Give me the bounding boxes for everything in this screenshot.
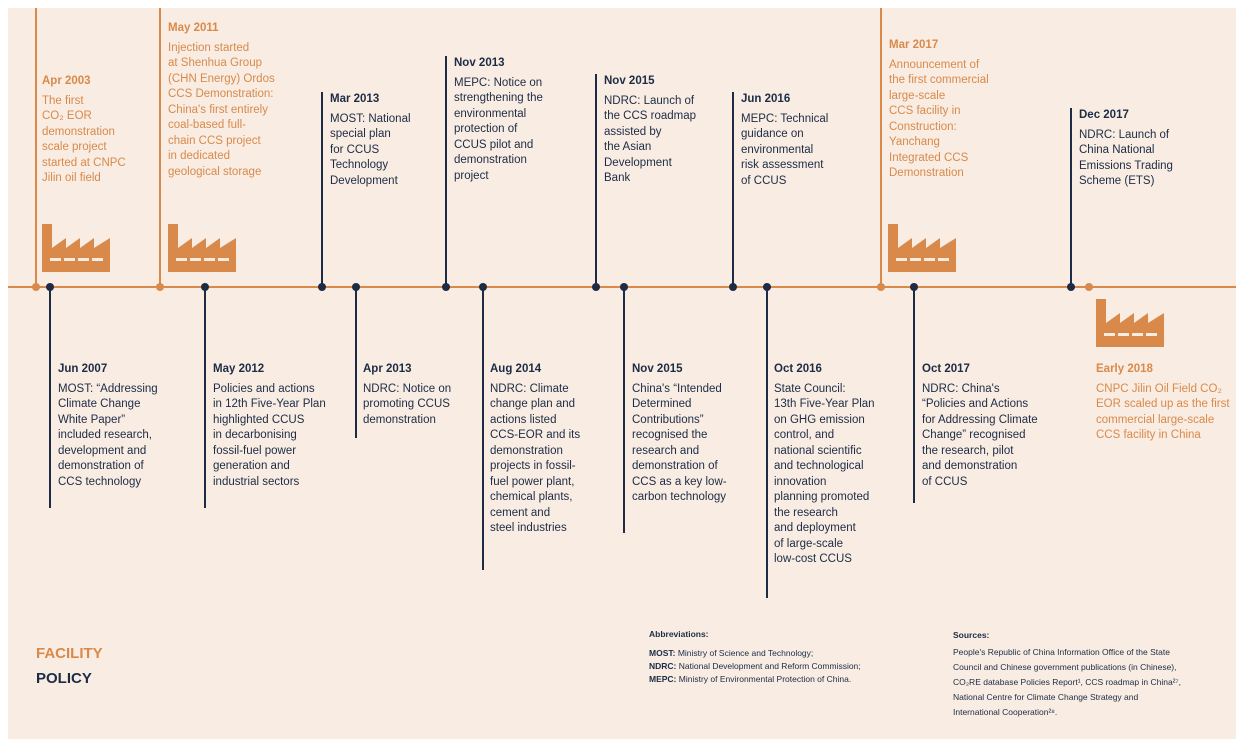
event-jun-2007: Jun 2007 MOST: “Addressing Climate Chang…	[58, 362, 198, 490]
event-early-2018: Early 2018 CNPC Jilin Oil Field CO₂ EOR …	[1096, 362, 1236, 444]
event-nov-2015-roadmap: Nov 2015 NDRC: Launch of the CCS roadmap…	[604, 74, 724, 187]
event-connector	[595, 74, 597, 287]
event-text: MEPC: Notice on strengthening the enviro…	[454, 76, 543, 182]
event-oct-2016: Oct 2016 State Council: 13th Five-Year P…	[774, 362, 904, 568]
factory-icon	[888, 220, 956, 272]
factory-icon	[42, 220, 110, 272]
event-apr-2003: Apr 2003 The first CO₂ EOR demonstration…	[42, 74, 162, 187]
event-text: NDRC: Launch of China National Emissions…	[1079, 128, 1173, 188]
factory-icon	[1096, 295, 1164, 347]
event-dec-2017: Dec 2017 NDRC: Launch of China National …	[1079, 108, 1219, 190]
timeline-marker	[156, 283, 164, 291]
event-date: Early 2018	[1096, 363, 1153, 375]
event-date: May 2011	[168, 22, 219, 34]
event-connector	[732, 92, 734, 287]
timeline-marker	[877, 283, 885, 291]
event-date: Nov 2015	[632, 363, 683, 375]
event-text: Policies and actions in 12th Five-Year P…	[213, 382, 326, 488]
event-text: The first CO₂ EOR demonstration scale pr…	[42, 94, 126, 185]
timeline-marker	[910, 283, 918, 291]
event-nov-2013: Nov 2013 MEPC: Notice on strengthening t…	[454, 56, 584, 184]
event-connector	[766, 287, 768, 598]
event-connector	[913, 287, 915, 503]
timeline-marker	[729, 283, 737, 291]
event-text: MOST: National special plan for CCUS Tec…	[330, 112, 411, 187]
event-apr-2013: Apr 2013 NDRC: Notice on promoting CCUS …	[363, 362, 483, 428]
event-text: MEPC: Technical guidance on environmenta…	[741, 112, 829, 187]
event-text: MOST: “Addressing Climate Change White P…	[58, 382, 158, 488]
event-text: NDRC: Notice on promoting CCUS demonstra…	[363, 382, 452, 426]
event-may-2012: May 2012 Policies and actions in 12th Fi…	[213, 362, 353, 490]
factory-icon	[168, 220, 236, 272]
timeline-marker	[620, 283, 628, 291]
event-date: Dec 2017	[1079, 109, 1129, 121]
event-connector	[321, 92, 323, 287]
event-connector	[35, 8, 37, 287]
timeline-marker	[201, 283, 209, 291]
event-text: China's “Intended Determined Contributio…	[632, 382, 727, 504]
event-connector	[623, 287, 625, 533]
abbreviation-item: NDRC: National Development and Reform Co…	[649, 661, 861, 671]
timeline-marker	[32, 283, 40, 291]
event-text: NDRC: Climate change plan and actions li…	[490, 382, 581, 535]
event-date: May 2012	[213, 363, 265, 375]
event-connector	[204, 287, 206, 508]
event-text: NDRC: China's “Policies and Actions for …	[922, 382, 1038, 488]
timeline-marker	[1085, 283, 1093, 291]
timeline-diagram: Apr 2003 The first CO₂ EOR demonstration…	[8, 8, 1236, 739]
sources-text: People's Republic of China Information O…	[953, 647, 1181, 717]
event-mar-2013: Mar 2013 MOST: National special plan for…	[330, 92, 440, 189]
event-text: NDRC: Launch of the CCS roadmap assisted…	[604, 94, 697, 185]
event-connector	[49, 287, 51, 508]
event-date: Mar 2013	[330, 93, 380, 105]
timeline-marker	[763, 283, 771, 291]
event-date: Jun 2016	[741, 93, 791, 105]
event-date: Oct 2017	[922, 363, 970, 375]
timeline-marker	[46, 283, 54, 291]
event-date: Apr 2013	[363, 363, 412, 375]
event-date: Aug 2014	[490, 363, 542, 375]
timeline-marker	[318, 283, 326, 291]
abbreviation-item: MEPC: Ministry of Environmental Protecti…	[649, 674, 852, 684]
sources-block: Sources: People's Republic of China Info…	[953, 628, 1233, 720]
event-jun-2016: Jun 2016 MEPC: Technical guidance on env…	[741, 92, 866, 189]
event-connector	[1070, 108, 1072, 287]
event-date: Jun 2007	[58, 363, 108, 375]
legend-policy: POLICY	[36, 670, 92, 687]
event-date: Nov 2013	[454, 57, 505, 69]
event-connector	[445, 56, 447, 287]
event-oct-2017: Oct 2017 NDRC: China's “Policies and Act…	[922, 362, 1072, 490]
timeline-marker	[352, 283, 360, 291]
event-nov-2015-indc: Nov 2015 China's “Intended Determined Co…	[632, 362, 762, 506]
legend-facility: FACILITY	[36, 645, 103, 662]
event-connector	[355, 287, 357, 438]
event-aug-2014: Aug 2014 NDRC: Climate change plan and a…	[490, 362, 610, 537]
event-text: State Council: 13th Five-Year Plan on GH…	[774, 382, 875, 566]
event-connector	[880, 8, 882, 287]
timeline-marker	[592, 283, 600, 291]
event-connector	[482, 287, 484, 570]
abbreviations-heading: Abbreviations:	[649, 629, 709, 639]
event-may-2011: May 2011 Injection started at Shenhua Gr…	[168, 21, 298, 180]
timeline-marker	[442, 283, 450, 291]
timeline-marker	[479, 283, 487, 291]
abbreviation-item: MOST: Ministry of Science and Technology…	[649, 648, 814, 658]
event-text: CNPC Jilin Oil Field CO₂ EOR scaled up a…	[1096, 382, 1230, 442]
event-date: Nov 2015	[604, 75, 655, 87]
event-date: Mar 2017	[889, 39, 939, 51]
event-connector	[159, 8, 161, 287]
event-text: Injection started at Shenhua Group (CHN …	[168, 41, 275, 178]
event-date: Oct 2016	[774, 363, 822, 375]
sources-heading: Sources:	[953, 630, 990, 640]
timeline-marker	[1067, 283, 1075, 291]
event-mar-2017: Mar 2017 Announcement of the first comme…	[889, 38, 1029, 182]
event-date: Apr 2003	[42, 75, 91, 87]
event-text: Announcement of the first commercial lar…	[889, 58, 989, 180]
abbreviations-block: Abbreviations: MOST: Ministry of Science…	[649, 628, 939, 686]
